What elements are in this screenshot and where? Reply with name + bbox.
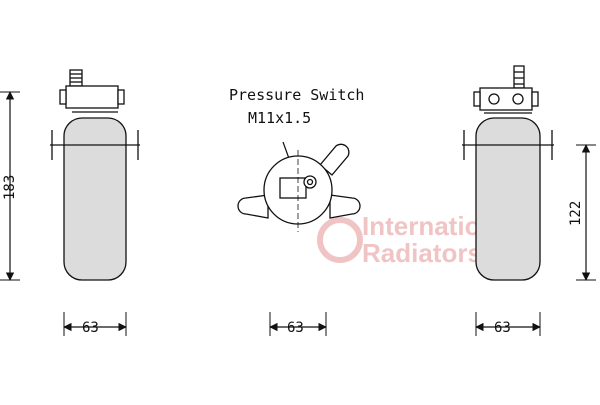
- center-top-view: Pressure Switch M11x1.5: [229, 86, 364, 232]
- thread-size-label: M11x1.5: [248, 109, 311, 127]
- right-width-dimension: 63: [475, 312, 541, 336]
- right-width-label: 63: [494, 320, 511, 336]
- left-drier-view: [50, 69, 140, 281]
- left-width-label: 63: [82, 320, 99, 336]
- right-height-label: 122: [568, 201, 584, 226]
- pressure-switch-label: Pressure Switch: [229, 86, 364, 104]
- right-drier-view: [462, 65, 554, 281]
- center-width-dimension: 63: [269, 312, 327, 336]
- left-width-dimension: 63: [63, 312, 127, 336]
- center-width-label: 63: [287, 320, 304, 336]
- left-height-dimension: 183: [0, 91, 20, 281]
- left-height-label: 183: [2, 175, 18, 200]
- right-height-dimension: 122: [568, 144, 596, 281]
- watermark-line2: Radiators: [362, 238, 482, 268]
